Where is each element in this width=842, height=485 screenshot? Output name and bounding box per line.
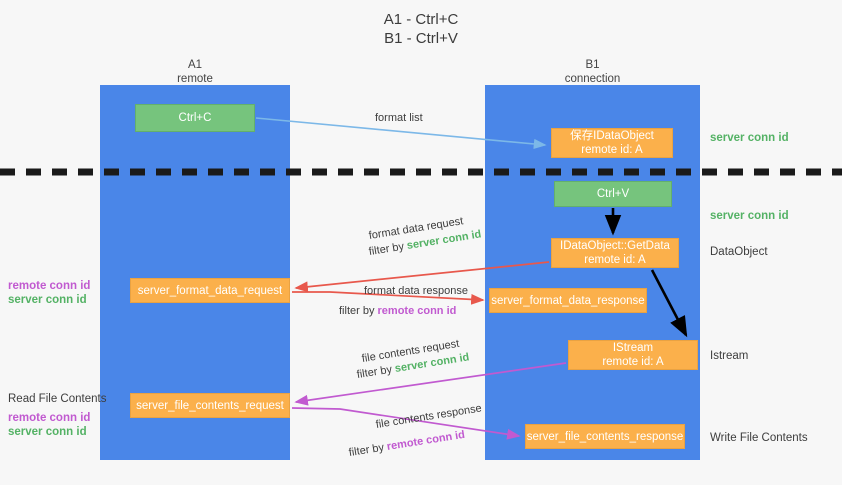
- filter-prefix: filter by: [347, 441, 388, 460]
- filter-prefix: filter by: [355, 363, 396, 382]
- node-istream[interactable]: IStream remote id: A: [568, 340, 698, 370]
- node-istream-label: IStream remote id: A: [602, 342, 664, 368]
- left-label-server-conn-id-2: server conn id: [8, 426, 87, 438]
- lane-header-b1: B1 connection: [485, 58, 700, 86]
- lane-a1-name: A1: [187, 59, 203, 71]
- left-label-remote-conn-id-1: remote conn id: [8, 280, 91, 292]
- left-label-remote-conn-id-2: remote conn id: [8, 412, 91, 424]
- right-label-server-conn-id-top: server conn id: [710, 132, 789, 144]
- filter-prefix: filter by: [367, 240, 408, 259]
- edge-label-file-contents-response: file contents response: [374, 402, 483, 432]
- node-server-file-contents-response[interactable]: server_file_contents_response: [525, 424, 685, 449]
- edge-label-format-data-response-filter: filter by remote conn id: [339, 304, 456, 318]
- node-idataobject-label: 保存IDataObject remote id: A: [570, 130, 654, 156]
- lane-b1-sub: connection: [564, 73, 621, 85]
- filter-prefix: filter by: [339, 305, 378, 317]
- node-ctrl-c-label: Ctrl+C: [178, 112, 212, 124]
- right-label-istream: Istream: [710, 350, 749, 362]
- filter-value-remote-conn-id: remote conn id: [377, 305, 457, 317]
- node-server-file-contents-request[interactable]: server_file_contents_request: [130, 393, 290, 418]
- edge-label-file-contents-response-filter: filter by remote conn id: [348, 428, 466, 460]
- lane-header-a1: A1 remote: [100, 58, 290, 86]
- node-ctrl-c[interactable]: Ctrl+C: [135, 104, 255, 132]
- node-ctrl-v[interactable]: Ctrl+V: [554, 181, 672, 207]
- title-line-1: A1 - Ctrl+C: [383, 11, 459, 28]
- title-line-2: B1 - Ctrl+V: [384, 30, 458, 47]
- lane-b1-name: B1: [585, 59, 600, 71]
- edge-label-format-list: format list: [375, 112, 423, 124]
- node-idataobject[interactable]: 保存IDataObject remote id: A: [551, 128, 673, 158]
- node-server-format-data-response[interactable]: server_format_data_response: [489, 288, 647, 313]
- filter-value-remote-conn-id: remote conn id: [386, 428, 466, 453]
- right-label-write-file-contents: Write File Contents: [710, 432, 808, 444]
- right-label-dataobject: DataObject: [710, 246, 768, 258]
- page-title: A1 - Ctrl+C B1 - Ctrl+V: [0, 10, 842, 48]
- node-ctrl-v-label: Ctrl+V: [596, 188, 630, 200]
- node-server-format-data-request-label: server_format_data_request: [137, 284, 283, 297]
- node-idataobject-getdata-label: IDataObject::GetData remote id: A: [560, 240, 670, 266]
- right-label-server-conn-id-mid: server conn id: [710, 210, 789, 222]
- node-server-file-contents-response-label: server_file_contents_response: [526, 430, 684, 443]
- node-server-file-contents-request-label: server_file_contents_request: [136, 399, 284, 412]
- node-server-format-data-request[interactable]: server_format_data_request: [130, 278, 290, 303]
- node-idataobject-getdata[interactable]: IDataObject::GetData remote id: A: [551, 238, 679, 268]
- left-label-read-file-contents: Read File Contents: [8, 393, 107, 405]
- lane-a1-sub: remote: [177, 73, 213, 85]
- left-label-server-conn-id-1: server conn id: [8, 294, 87, 306]
- node-server-format-data-response-label: server_format_data_response: [491, 294, 645, 307]
- edge-label-format-data-response: format data response: [364, 285, 468, 297]
